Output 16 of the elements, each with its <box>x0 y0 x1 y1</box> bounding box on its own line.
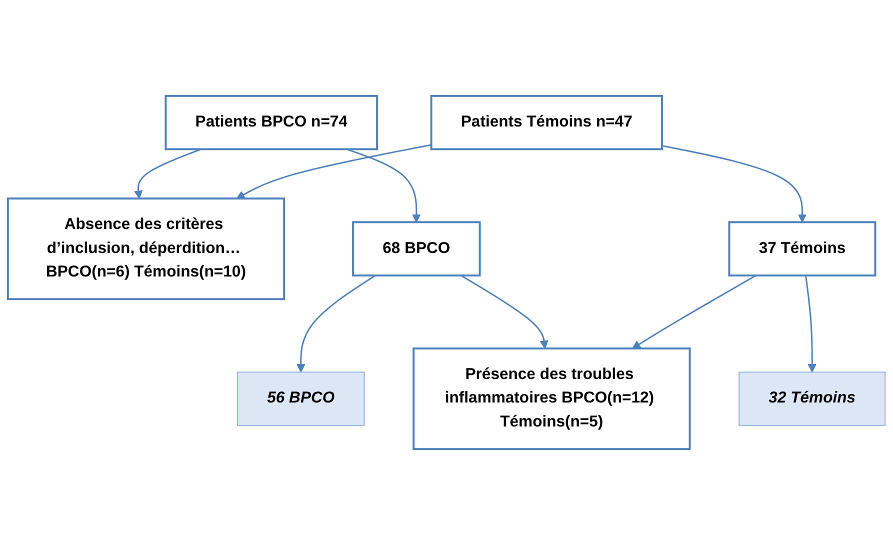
node-box: Patients BPCO n=74 <box>164 94 378 150</box>
node-box: 56 BPCO <box>237 372 365 426</box>
arrow <box>296 274 376 373</box>
node-box: 68 BPCO <box>352 221 481 276</box>
arrow <box>346 148 421 223</box>
arrow <box>460 274 548 349</box>
arrow <box>805 275 816 373</box>
node-box: Absence des critères d’inclusion, déperdition… BPCO(n=6) Témoins(n=10) <box>6 198 286 300</box>
node-box: 32 Témoins <box>738 372 886 426</box>
arrow <box>134 148 202 199</box>
node-box: Patients Témoins n=47 <box>430 94 663 150</box>
arrow <box>632 274 756 349</box>
arrow <box>662 144 807 223</box>
node-box: 37 Témoins <box>728 221 876 276</box>
node-box: Présence des troubles inflammatoires BPCO(n=12) Témoins(n=5) <box>412 347 691 450</box>
arrow <box>236 144 432 199</box>
